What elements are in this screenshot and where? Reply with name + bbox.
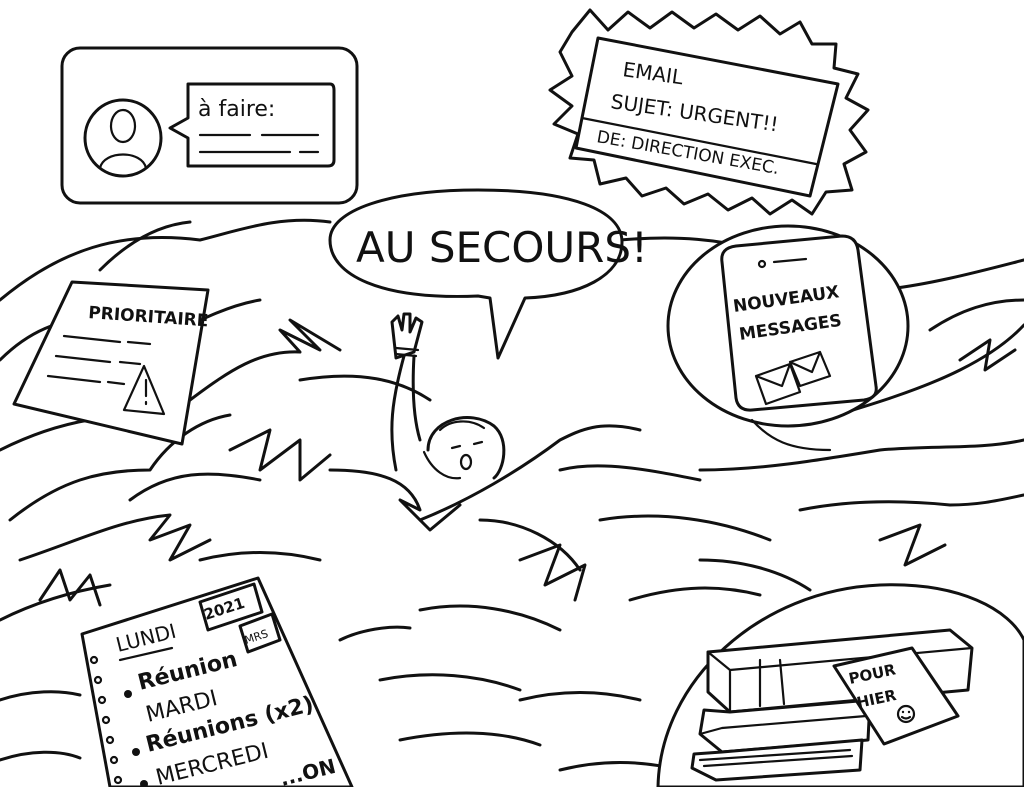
- avatar-icon: [83, 98, 163, 178]
- todo-label: à faire:: [198, 97, 275, 122]
- email-stamp: EMAIL SUJET: URGENT!! DE: DIRECTION EXEC…: [548, 8, 870, 216]
- priority-note: PRIORITAIRE: [12, 280, 210, 446]
- head: [426, 416, 506, 480]
- speech-bubble: AU SECOURS!: [328, 188, 648, 360]
- binder-holes: [89, 655, 123, 785]
- book-stack-bubble: POUR HIER: [656, 583, 1024, 787]
- warning-icon: [122, 364, 166, 416]
- sticky-note: [832, 646, 960, 746]
- waving-hand-icon: [390, 312, 424, 360]
- phone-bubble: NOUVEAUX MESSAGES: [666, 224, 910, 452]
- arm: [390, 354, 406, 472]
- smiley-icon: [896, 704, 916, 724]
- drowning-person: [390, 312, 506, 480]
- calendar-page: 2021 MRS LUNDI Réunion MARDI Réunions (x…: [80, 576, 354, 787]
- todo-card: à faire:: [60, 46, 359, 205]
- speech-bubble-text: AU SECOURS!: [356, 223, 648, 272]
- envelope-icons: [754, 350, 832, 406]
- phone-icon: [720, 234, 878, 412]
